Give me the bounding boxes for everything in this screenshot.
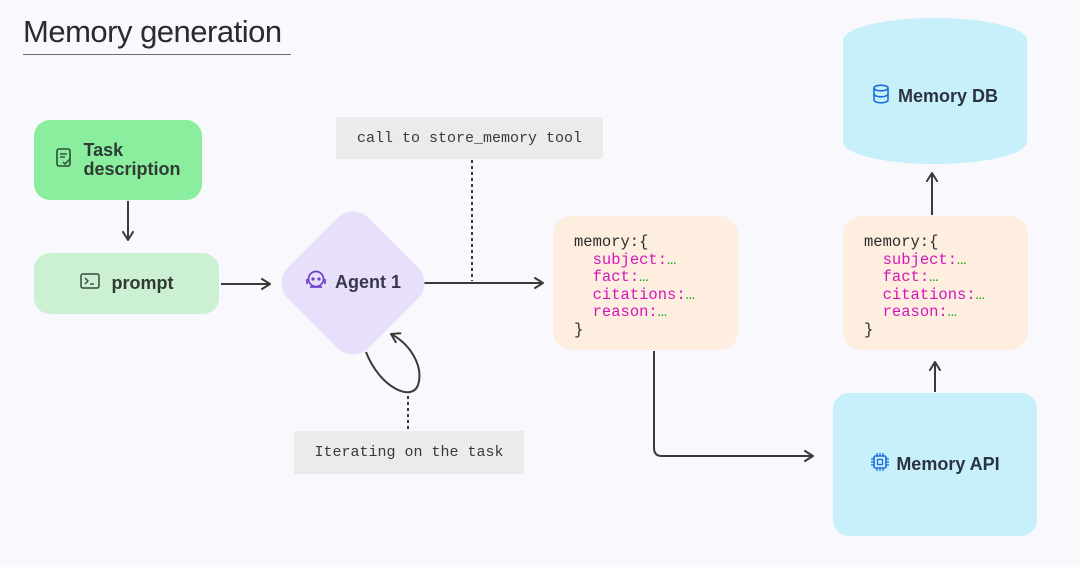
memory-value-subject: … xyxy=(957,250,967,269)
memory-value-subject: … xyxy=(667,250,677,269)
memory-open: memory:{ xyxy=(574,233,649,251)
agent-label: Agent 1 xyxy=(334,271,401,292)
memory-key-citations: citations: xyxy=(882,285,976,304)
memory-key-reason: reason: xyxy=(592,303,658,321)
memory-open: memory:{ xyxy=(864,233,939,251)
memory-value-citations: … xyxy=(975,285,985,304)
page-title: Memory generation xyxy=(23,14,282,49)
memory-value-reason: … xyxy=(657,303,668,321)
memory-value-fact: … xyxy=(929,268,939,286)
iterating-callout: Iterating on the task xyxy=(294,431,524,474)
agent-node: Agent 1 xyxy=(275,266,431,298)
memory-key-fact: fact: xyxy=(882,268,930,286)
memory-object-card: memory:{ subject:… fact:… citations:… re… xyxy=(553,216,738,350)
memory-db-cylinder-top xyxy=(843,18,1027,62)
document-check-icon xyxy=(55,147,73,173)
memory-close: } xyxy=(864,320,874,339)
task-label-line2: description xyxy=(83,159,181,179)
title-underline xyxy=(23,54,291,55)
memory-api-node: Memory API xyxy=(833,393,1037,536)
task-description-node: Task description xyxy=(34,120,202,200)
task-label-line1: Task xyxy=(83,140,124,160)
memory-object-card-stored: memory:{ subject:… fact:… citations:… re… xyxy=(843,216,1028,350)
memory-value-citations: … xyxy=(685,285,695,304)
prompt-label: prompt xyxy=(111,273,174,293)
memory-close: } xyxy=(574,320,584,339)
database-icon xyxy=(872,83,890,109)
memory-db-cylinder xyxy=(843,40,1027,164)
memory-key-citations: citations: xyxy=(592,285,686,304)
memory-db-label: Memory DB xyxy=(897,85,999,106)
memory-key-subject: subject: xyxy=(592,250,668,269)
chip-icon xyxy=(870,452,890,477)
memory-key-fact: fact: xyxy=(592,268,640,286)
memory-key-reason: reason: xyxy=(882,303,948,321)
memory-api-label: Memory API xyxy=(896,454,1000,474)
robot-icon xyxy=(305,270,327,295)
memory-value-reason: … xyxy=(947,303,958,321)
memory-db-node: Memory DB xyxy=(843,80,1027,112)
prompt-node: prompt xyxy=(34,253,219,314)
arrow-memory-to-api xyxy=(653,351,814,462)
memory-key-subject: subject: xyxy=(882,250,958,269)
memory-value-fact: … xyxy=(639,268,649,286)
iteration-loop-arrow xyxy=(365,332,421,394)
tool-call-callout: call to store_memory tool xyxy=(336,117,603,159)
terminal-icon xyxy=(79,273,100,294)
